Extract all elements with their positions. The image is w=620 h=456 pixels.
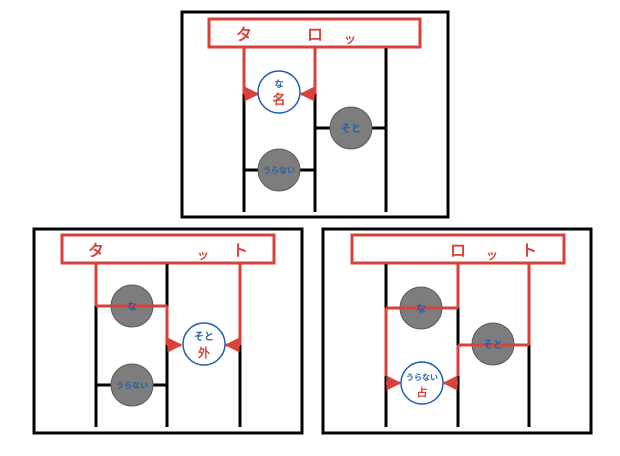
panel-bl-circle-soto-kana: そと bbox=[194, 331, 214, 343]
panel-top: タ ロ ッ な 名 そと うらない bbox=[180, 10, 450, 219]
panel-bl-header-char-3: ト bbox=[232, 241, 248, 260]
panel-top-header-box bbox=[207, 17, 422, 49]
panel-top-header-char-1: タ bbox=[236, 25, 252, 44]
panel-br-circle-uranai-kana: うらない bbox=[406, 373, 438, 382]
panel-top-header-char-3: ッ bbox=[344, 32, 356, 46]
panel-bl-circle-uranai-kana: うらない bbox=[116, 381, 148, 390]
panel-bl-circle-soto bbox=[182, 322, 226, 366]
panel-top-circle-na-kana: な bbox=[274, 79, 283, 90]
panel-top-circle-na-kanji: 名 bbox=[272, 92, 285, 108]
panel-bl-header-box bbox=[60, 233, 276, 265]
panel-top-circle-soto-kana: そと bbox=[341, 123, 361, 135]
panel-bl-header-char-2: ッ bbox=[197, 248, 209, 262]
panel-br-header-char-2: ッ bbox=[486, 248, 498, 262]
panel-br-header-char-3: ト bbox=[521, 241, 537, 260]
panel-br-header-box bbox=[350, 233, 566, 265]
panel-top-circle-na bbox=[257, 70, 301, 114]
panel-top-circle-uranai bbox=[257, 148, 301, 192]
panel-top-header-char-2: ロ bbox=[307, 25, 323, 44]
panel-bl-header-char-1: タ bbox=[88, 241, 104, 260]
panel-top-circle-soto bbox=[329, 106, 373, 150]
panel-br-circle-soto-kana: そと bbox=[483, 339, 503, 351]
panel-bl-circle-soto-kanji: 外 bbox=[198, 345, 210, 360]
panel-top-circle-uranai-kana: うらない bbox=[263, 166, 295, 175]
panel-br-header-char-1: ロ bbox=[450, 241, 466, 260]
panel-br-circle-uranai-kanji: 占 bbox=[417, 385, 428, 399]
panel-br-circle-uranai bbox=[400, 361, 444, 405]
panel-br-circle-na-kana: な bbox=[416, 303, 426, 315]
panel-bottom-right: ロ ッ ト な そと うらない 占 bbox=[321, 227, 593, 435]
panel-bottom-left: タ ッ ト な そと 外 うらない bbox=[32, 227, 304, 435]
panel-bl-circle-na-kana: な bbox=[127, 301, 137, 313]
panel-bl-circle-uranai bbox=[110, 363, 154, 407]
